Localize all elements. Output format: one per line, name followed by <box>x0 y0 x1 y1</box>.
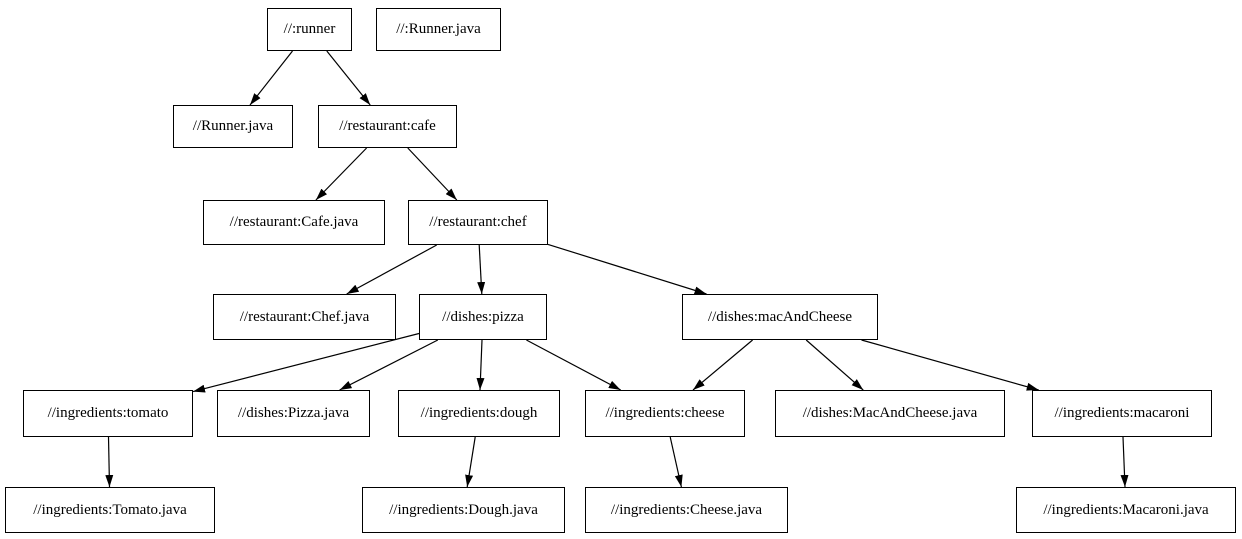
graph-node-runner_java_src: //:Runner.java <box>376 8 501 51</box>
edge-pizza-to-tomato <box>192 332 420 393</box>
graph-node-tomato: //ingredients:tomato <box>23 390 193 437</box>
graph-node-pizza_java: //dishes:Pizza.java <box>217 390 370 437</box>
node-label: //restaurant:chef <box>429 214 527 230</box>
graph-node-cafe_java: //restaurant:Cafe.java <box>203 200 385 245</box>
graph-node-dough: //ingredients:dough <box>398 390 560 437</box>
graph-node-tomato_java: //ingredients:Tomato.java <box>5 487 215 533</box>
graph-node-mac_and_cheese: //dishes:macAndCheese <box>682 294 878 340</box>
edge-cheese-to-cheese_java <box>669 436 683 488</box>
edge-chef-to-mac_and_cheese <box>547 243 707 295</box>
edge-mac_and_cheese-to-mac_and_cheese_java <box>805 339 864 391</box>
graph-node-cheese_java: //ingredients:Cheese.java <box>585 487 788 533</box>
edge-tomato-to-tomato_java <box>105 436 114 488</box>
node-label: //restaurant:Cafe.java <box>229 214 359 230</box>
edge-pizza-to-cheese <box>526 339 621 391</box>
node-label: //ingredients:Tomato.java <box>33 501 187 518</box>
node-label: //ingredients:macaroni <box>1054 405 1190 421</box>
edge-pizza-to-dough <box>476 339 485 391</box>
graph-node-macaroni: //ingredients:macaroni <box>1032 390 1212 437</box>
graph-node-mac_and_cheese_java: //dishes:MacAndCheese.java <box>775 390 1005 437</box>
graph-node-dough_java: //ingredients:Dough.java <box>362 487 565 533</box>
node-label: //:Runner.java <box>396 21 481 37</box>
graph-node-chef_java: //restaurant:Chef.java <box>213 294 396 340</box>
graph-node-chef: //restaurant:chef <box>408 200 548 245</box>
edge-runner-to-runner_java <box>249 50 293 106</box>
node-label: //:runner <box>283 21 336 37</box>
edge-pizza-to-pizza_java <box>339 339 439 391</box>
node-label: //restaurant:Chef.java <box>239 308 370 325</box>
node-label: //dishes:Pizza.java <box>237 405 350 421</box>
edge-mac_and_cheese-to-cheese <box>692 339 753 391</box>
node-label: //ingredients:cheese <box>605 405 725 421</box>
node-label: //dishes:MacAndCheese.java <box>802 405 978 421</box>
node-label: //dishes:pizza <box>442 308 524 325</box>
node-label: //ingredients:dough <box>420 405 538 421</box>
graph-node-pizza: //dishes:pizza <box>419 294 547 340</box>
node-label: //Runner.java <box>192 118 274 134</box>
node-label: //ingredients:Macaroni.java <box>1043 501 1209 518</box>
edge-dough-to-dough_java <box>465 436 476 488</box>
graph-node-cheese: //ingredients:cheese <box>585 390 745 437</box>
node-label: //ingredients:Dough.java <box>389 501 538 518</box>
graph-node-macaroni_java: //ingredients:Macaroni.java <box>1016 487 1236 533</box>
graph-node-runner: //:runner <box>267 8 352 51</box>
edge-chef-to-pizza <box>477 244 486 295</box>
graph-node-runner_java: //Runner.java <box>173 105 293 148</box>
edge-cafe-to-cafe_java <box>315 147 368 201</box>
edge-runner-to-cafe <box>326 50 371 106</box>
edge-chef-to-chef_java <box>346 244 437 295</box>
node-label: //restaurant:cafe <box>339 118 436 134</box>
edge-cafe-to-chef <box>407 147 458 201</box>
node-label: //dishes:macAndCheese <box>707 308 853 325</box>
edge-mac_and_cheese-to-macaroni <box>861 339 1039 391</box>
graph-node-cafe: //restaurant:cafe <box>318 105 457 148</box>
node-label: //ingredients:Cheese.java <box>610 501 763 518</box>
edge-macaroni-to-macaroni_java <box>1120 436 1129 488</box>
node-label: //ingredients:tomato <box>47 405 169 421</box>
